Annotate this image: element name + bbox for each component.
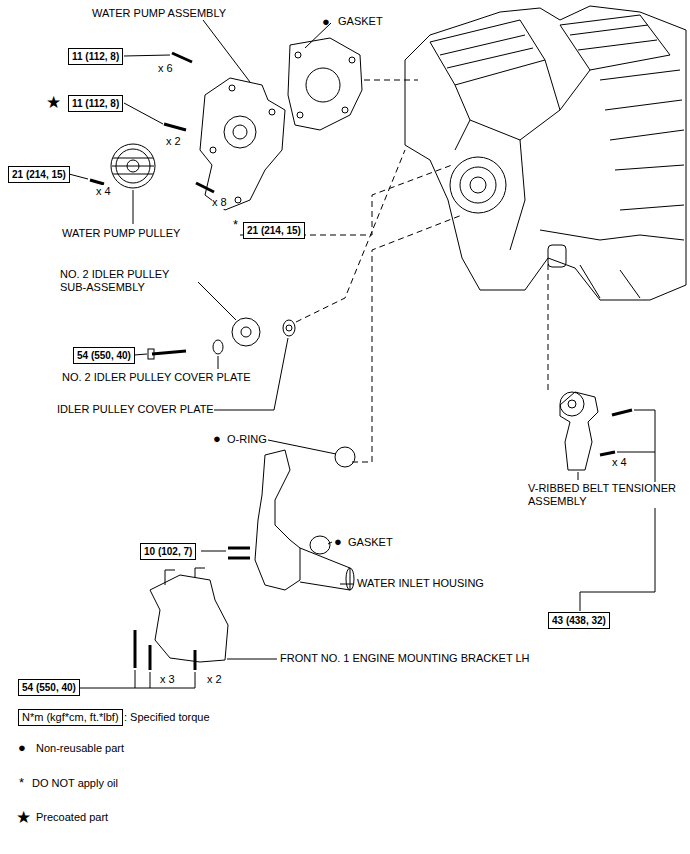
part-label: FRONT NO. 1 ENGINE MOUNTING BRACKET LH	[280, 652, 530, 665]
part-label: IDLER PULLEY COVER PLATE	[57, 403, 214, 416]
part-label: NO. 2 IDLER PULLEY SUB-ASSEMBLY	[60, 268, 195, 294]
quantity: x 4	[96, 185, 111, 198]
part-label: GASKET	[348, 536, 393, 549]
torque-box: 43 (438, 32)	[548, 612, 610, 629]
no-oil-mark: *	[233, 218, 238, 231]
torque-box: 21 (214, 15)	[243, 222, 305, 239]
torque-value: 11 (112, 8)	[72, 51, 119, 62]
legend-text: DO NOT apply oil	[32, 777, 118, 790]
torque-box: 11 (112, 8)	[68, 48, 123, 65]
torque-box: 21 (214, 15)	[8, 166, 70, 183]
quantity: x 2	[166, 135, 181, 148]
legend-text: Non-reusable part	[36, 742, 124, 755]
torque-value: 21 (214, 15)	[247, 225, 301, 236]
torque-box: 54 (550, 40)	[18, 679, 80, 696]
torque-box: 10 (102, 7)	[140, 543, 196, 560]
legend-symbol: *	[19, 776, 24, 789]
torque-value: 11 (112, 8)	[72, 98, 119, 109]
quantity: x 3	[160, 673, 175, 686]
legend-symbol: ★	[16, 809, 31, 826]
nonreusable-mark: ●	[213, 432, 221, 445]
precoated-mark: ★	[46, 94, 61, 111]
part-label: WATER INLET HOUSING	[357, 577, 484, 590]
quantity: x 2	[207, 673, 222, 686]
torque-value: N*m (kgf*cm, ft.*lbf)	[22, 711, 119, 723]
torque-value: 54 (550, 40)	[77, 350, 131, 361]
part-label: GASKET	[338, 15, 383, 28]
torque-value: 54 (550, 40)	[22, 682, 76, 693]
part-label: NO. 2 IDLER PULLEY COVER PLATE	[62, 371, 251, 384]
nonreusable-mark: ●	[334, 535, 342, 548]
legend-text: Precoated part	[36, 811, 108, 824]
torque-box: 11 (112, 8)	[68, 95, 123, 112]
torque-value: 43 (438, 32)	[552, 615, 606, 626]
legend-text: : Specified torque	[124, 711, 210, 724]
quantity: x 8	[212, 196, 227, 209]
legend-unit-box: N*m (kgf*cm, ft.*lbf)	[18, 709, 123, 726]
torque-value: 10 (102, 7)	[144, 546, 192, 557]
nonreusable-mark: ●	[322, 15, 330, 28]
torque-value: 21 (214, 15)	[12, 169, 66, 180]
part-label: V-RIBBED BELT TENSIONER ASSEMBLY	[528, 482, 686, 508]
torque-box: 54 (550, 40)	[73, 347, 135, 364]
quantity: x 4	[612, 456, 627, 469]
part-label: O-RING	[227, 433, 267, 446]
part-label: WATER PUMP PULLEY	[62, 227, 180, 240]
legend-symbol: ●	[18, 741, 26, 754]
part-label: WATER PUMP ASSEMBLY	[92, 7, 226, 20]
quantity: x 6	[158, 62, 173, 75]
